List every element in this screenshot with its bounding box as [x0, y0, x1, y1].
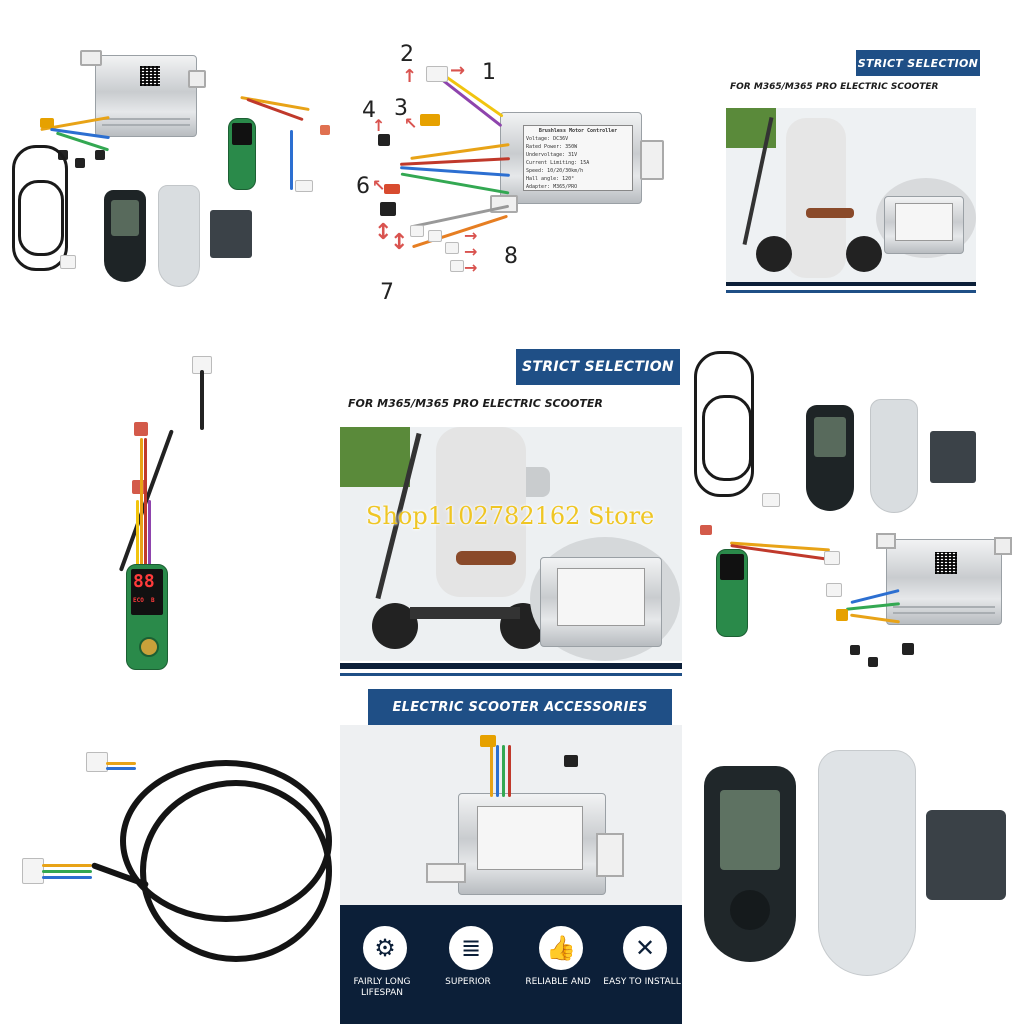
tile-cable-covers	[690, 345, 1020, 525]
layers-icon: ≣	[446, 923, 496, 973]
dashboard-pcb-small	[228, 118, 256, 190]
tile-scooter-banner-small: STRICT SELECTION FOR M365/M365 PRO ELECT…	[716, 42, 1016, 302]
speed-digits: 88	[133, 571, 155, 592]
callout-1: 1	[482, 60, 496, 85]
thumbs-up-icon: 👍	[536, 923, 586, 973]
dashboard-pcb-3	[716, 549, 748, 637]
dashboard-pcb-large: 88 ECO B	[126, 564, 168, 670]
dashboard-sticker-large	[926, 810, 1006, 900]
scooter-subtitle-small: FOR M365/M365 PRO ELECTRIC SCOOTER	[730, 82, 939, 92]
feature-label-reliable: RELIABLE AND	[525, 977, 591, 987]
callout-3: 3	[394, 96, 408, 121]
feature-label-superior: SUPERIOR	[445, 977, 491, 987]
tile-parts-kit	[0, 30, 340, 300]
mode-indicators: ECO B	[133, 597, 155, 604]
gear-icon: ⚙	[360, 923, 410, 973]
tile-wiring-diagram: Brushless Motor Controller Voltage: DC36…	[340, 30, 680, 310]
dashboard-cover-clear-large	[818, 750, 916, 976]
scooter-subtitle: FOR M365/M365 PRO ELECTRIC SCOOTER	[348, 397, 603, 410]
store-watermark: Shop1102782162 Store	[366, 502, 655, 530]
tools-icon: ✕	[620, 923, 670, 973]
dashboard-cover-dark	[104, 190, 146, 282]
callout-2: 2	[400, 42, 414, 67]
callout-7: 7	[380, 280, 394, 305]
accessories-photo	[340, 725, 682, 905]
dashboard-cover-clear-2	[870, 399, 918, 513]
tile-central-composite: STRICT SELECTION FOR M365/M365 PRO ELECT…	[340, 345, 682, 1024]
strict-selection-badge-small: STRICT SELECTION	[856, 50, 980, 76]
dashboard-sticker-2	[930, 431, 976, 483]
tile-dashboard-pcb: 88 ECO B	[110, 350, 230, 670]
accessories-title-banner: ELECTRIC SCOOTER ACCESSORIES	[368, 689, 672, 725]
tile-covers-large	[690, 740, 1024, 980]
controller-image-2	[886, 539, 1002, 625]
dashboard-cover-dark-large	[704, 766, 796, 962]
scooter-photo-small	[726, 108, 976, 282]
scooter-photo	[340, 427, 682, 661]
callout-8: 8	[504, 244, 518, 269]
features-strip: ⚙ FAIRLY LONG LIFESPAN ≣ SUPERIOR 👍 RELI…	[340, 905, 682, 1024]
controller-label: Brushless Motor Controller Voltage: DC36…	[523, 125, 633, 191]
dashboard-cover-dark-2	[806, 405, 854, 511]
callout-4: 4	[362, 98, 376, 123]
feature-label-install: EASY TO INSTALL	[603, 977, 681, 987]
tile-pcb-controller	[690, 525, 1024, 695]
callout-6: 6	[356, 174, 370, 199]
controller-image	[95, 55, 197, 137]
tile-long-cable	[10, 740, 332, 970]
strict-selection-badge: STRICT SELECTION	[516, 349, 680, 385]
controller-with-plate: Brushless Motor Controller Voltage: DC36…	[500, 112, 642, 204]
dashboard-cover-clear	[158, 185, 200, 287]
cable-image	[12, 145, 68, 271]
dashboard-sticker	[210, 210, 252, 258]
feature-label-lifespan: FAIRLY LONG LIFESPAN	[353, 977, 411, 998]
